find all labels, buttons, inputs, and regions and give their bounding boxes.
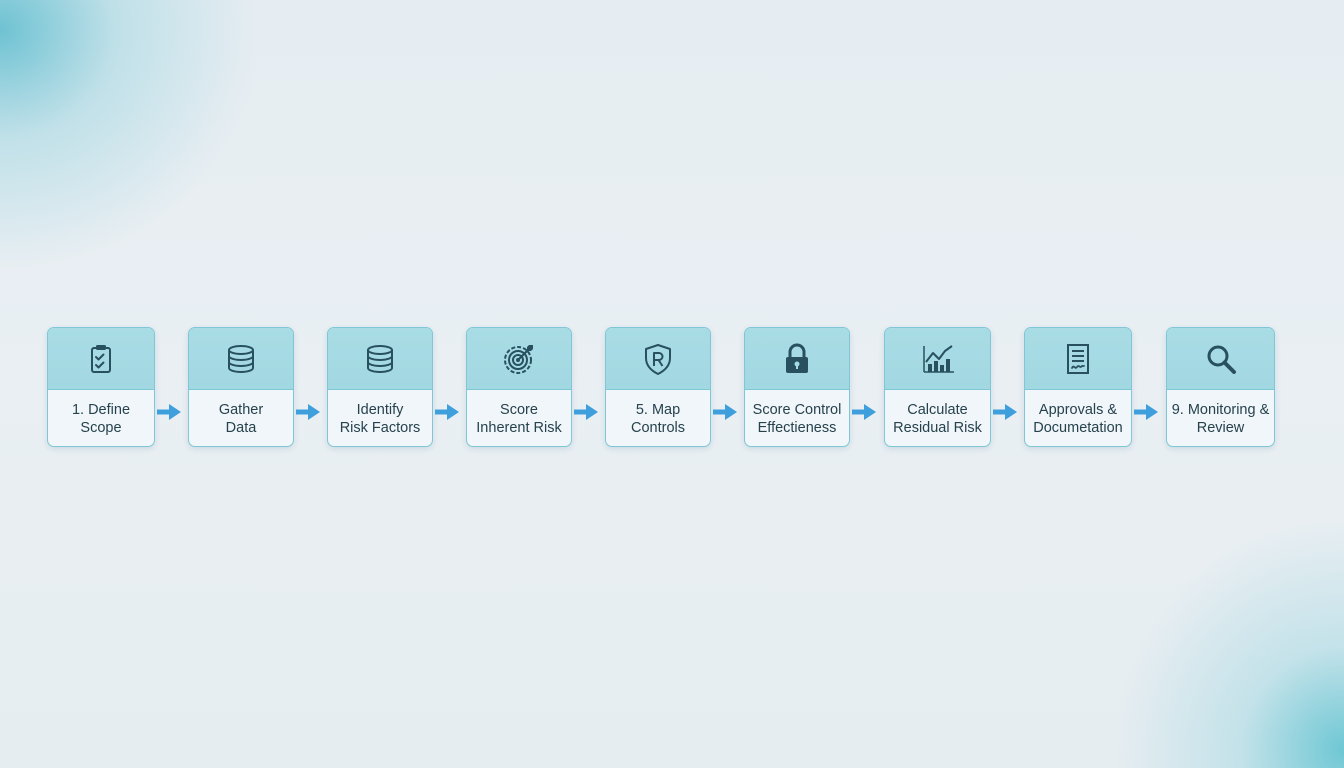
arrow-right-icon bbox=[993, 404, 1017, 420]
database-icon bbox=[367, 344, 393, 373]
step-label: 1. Define Scope bbox=[71, 401, 131, 436]
step-map-controls: 5. Map Controls bbox=[605, 327, 711, 447]
step-header bbox=[745, 328, 849, 390]
step-header bbox=[48, 328, 154, 390]
arrow-right-icon bbox=[296, 404, 320, 420]
step-monitoring-review: 9. Monitoring & Review bbox=[1166, 327, 1275, 447]
step-label: Gather Data bbox=[218, 401, 264, 436]
padlock-icon bbox=[786, 343, 808, 373]
step-header bbox=[1167, 328, 1274, 390]
step-label: Score Inherent Risk bbox=[476, 401, 562, 436]
bar-chart-trend-icon bbox=[922, 344, 954, 373]
step-approvals-documentation: Approvals & Documetation bbox=[1024, 327, 1132, 447]
step-header bbox=[189, 328, 293, 390]
step-header bbox=[328, 328, 432, 390]
step-header bbox=[1025, 328, 1131, 390]
step-label: Identify Risk Factors bbox=[339, 401, 421, 436]
magnifier-icon bbox=[1207, 345, 1236, 374]
step-gather-data: Gather Data bbox=[188, 327, 294, 447]
step-label: Approvals & Documetation bbox=[1033, 401, 1123, 436]
step-score-control-effectiveness: Score Control Effectieness bbox=[744, 327, 850, 447]
step-header bbox=[467, 328, 571, 390]
step-identify-risk-factors: Identify Risk Factors bbox=[327, 327, 433, 447]
step-label: Score Control Effectieness bbox=[752, 401, 842, 436]
target-icon bbox=[504, 344, 533, 374]
arrow-right-icon bbox=[435, 404, 459, 420]
arrow-right-icon bbox=[713, 404, 737, 420]
database-icon bbox=[228, 344, 254, 373]
step-header bbox=[885, 328, 990, 390]
step-label: 5. Map Controls bbox=[631, 401, 685, 436]
clipboard-check-icon bbox=[91, 344, 111, 373]
arrow-right-icon bbox=[1134, 404, 1158, 420]
document-signature-icon bbox=[1067, 343, 1089, 374]
shield-r-icon bbox=[645, 343, 671, 375]
step-label: Calculate Residual Risk bbox=[893, 401, 982, 436]
arrow-right-icon bbox=[574, 404, 598, 420]
arrow-right-icon bbox=[852, 404, 876, 420]
arrow-right-icon bbox=[157, 404, 181, 420]
step-header bbox=[606, 328, 710, 390]
step-define-scope: 1. Define Scope bbox=[47, 327, 155, 447]
step-score-inherent-risk: Score Inherent Risk bbox=[466, 327, 572, 447]
step-calculate-residual-risk: Calculate Residual Risk bbox=[884, 327, 991, 447]
step-label: 9. Monitoring & Review bbox=[1171, 401, 1270, 436]
